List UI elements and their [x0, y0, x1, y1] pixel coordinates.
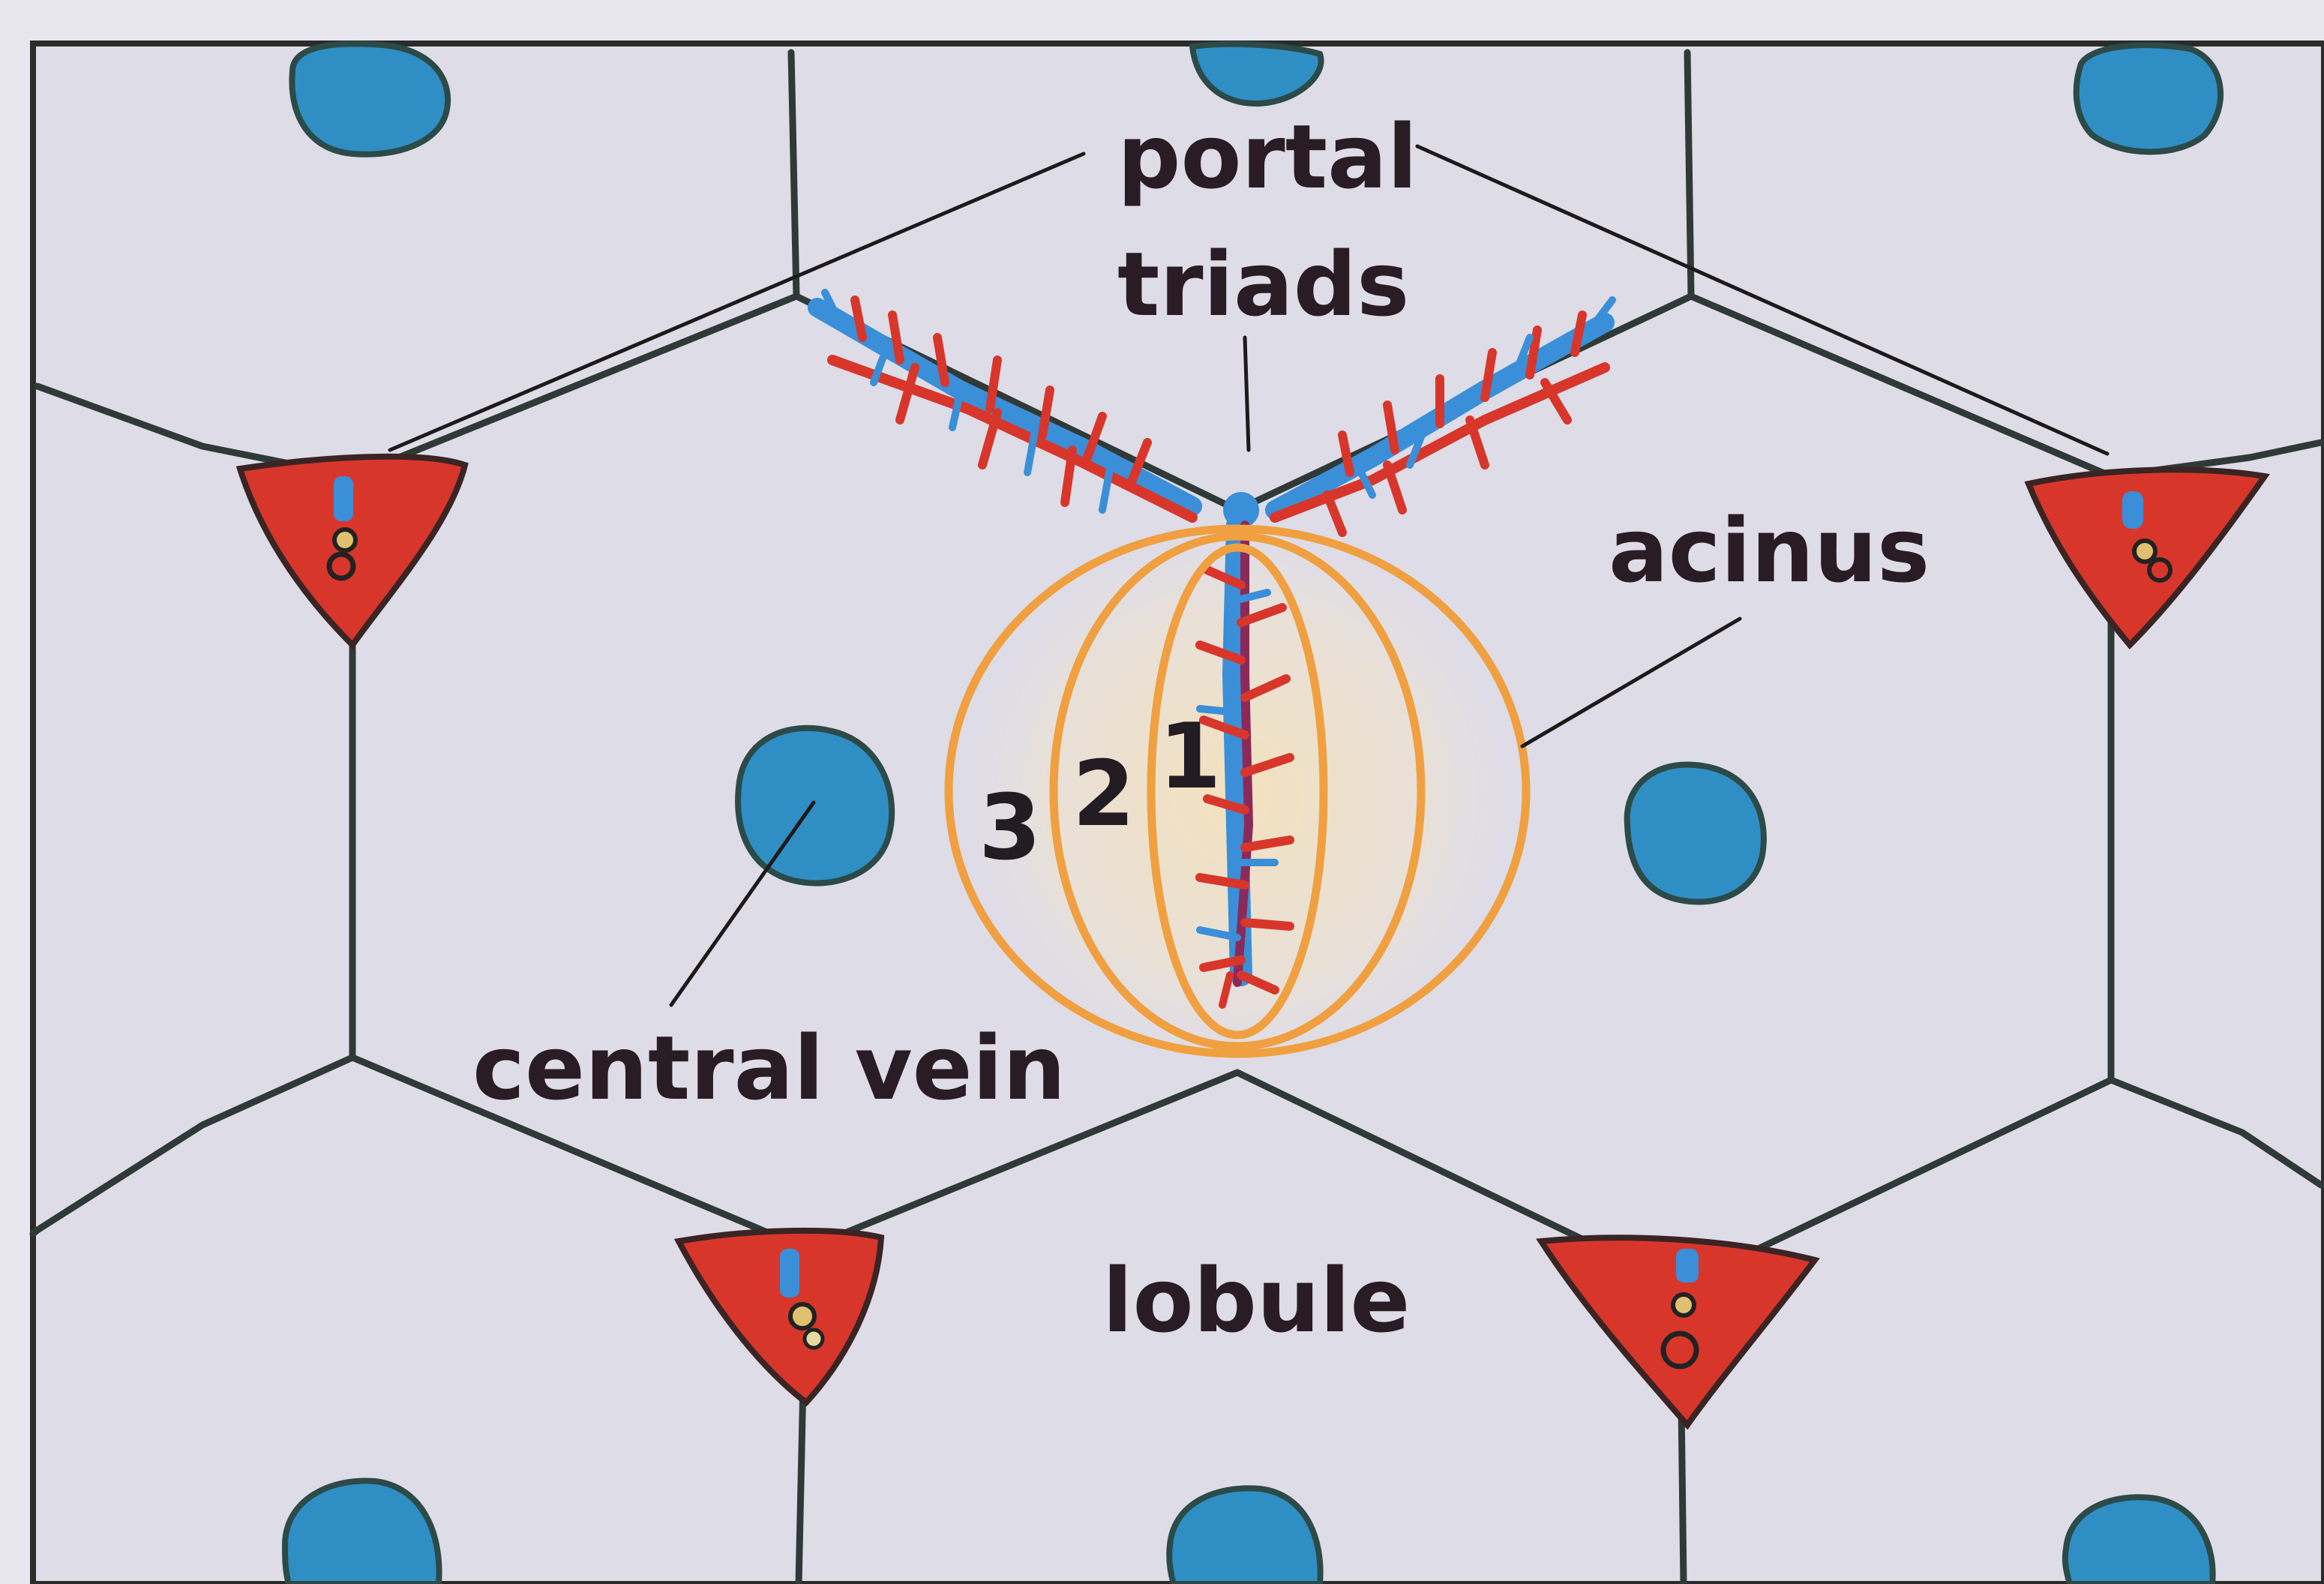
- label-lobule: lobule: [1102, 1249, 1410, 1352]
- label-acinus: acinus: [1609, 499, 1930, 602]
- central-vein-icon: [2077, 45, 2221, 152]
- label-triads: triads: [1117, 232, 1409, 336]
- central-vein-icon: [292, 44, 448, 154]
- central-vein-icon: [738, 728, 892, 884]
- zone-number-1: 1: [1159, 705, 1222, 809]
- label-portal: portal: [1117, 105, 1417, 208]
- central-vein-icon: [1169, 1488, 1320, 1584]
- zone-number-3: 3: [979, 776, 1042, 880]
- label-central-vein: central vein: [472, 1016, 1066, 1120]
- zone-number-2: 2: [1072, 742, 1135, 847]
- central-vein-icon: [1627, 764, 1764, 902]
